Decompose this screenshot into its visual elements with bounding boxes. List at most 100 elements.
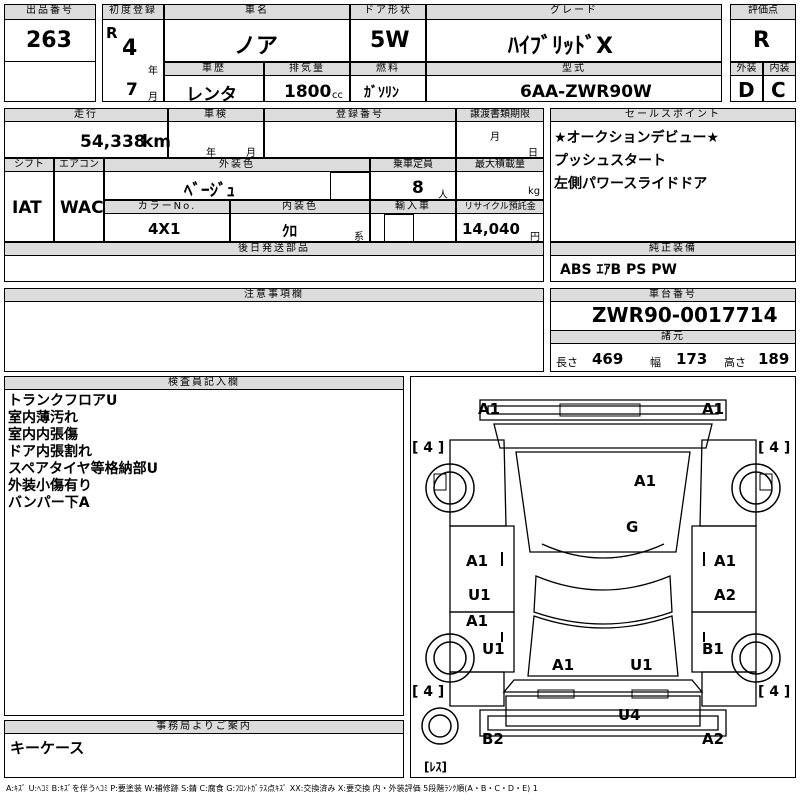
damage-tag: A1 — [466, 552, 489, 570]
int-value: C — [771, 78, 786, 102]
office-label: 事務局よりご案内 — [4, 720, 404, 734]
tire-icon-rear-right — [731, 633, 781, 683]
model-value: 6AA-ZWR90W — [520, 82, 652, 102]
ac-label: エアコン — [54, 158, 104, 172]
caution-label: 注意事項欄 — [4, 288, 544, 302]
tire-mark-front-left: [ 4 ] — [412, 440, 445, 456]
damage-tag: A1 — [466, 612, 489, 630]
interior-unit: 系 — [354, 232, 364, 243]
legend-text: A:ｷｽﾞ U:ﾍｺﾐ B:ｷｽﾞを伴うﾍｺﾐ P:要塗装 W:補修跡 S:錆 … — [6, 784, 538, 793]
chassis-label: 車台番号 — [550, 288, 796, 302]
damage-tag: U1 — [630, 656, 653, 674]
inspector-line: 外装小傷有り — [8, 478, 92, 494]
history-label: 車歴 — [164, 62, 264, 76]
sales-line-1: ★オークションデビュー★ — [554, 130, 720, 146]
inspect-month-unit: 月 — [246, 148, 256, 159]
shift-label: シフト — [4, 158, 54, 172]
transfer-day-unit: 日 — [528, 148, 538, 159]
model-label: 型式 — [426, 62, 722, 76]
grade-label: グレード — [426, 4, 722, 20]
inspector-line: ドア内張割れ — [8, 444, 92, 460]
carname-value: ノア — [234, 34, 279, 59]
interior-label: 内装色 — [230, 200, 370, 214]
inspector-line: 室内内張傷 — [8, 427, 78, 443]
colorno-value: 4X1 — [148, 220, 181, 238]
damage-tag: A1 — [702, 400, 725, 418]
damage-tag: A1 — [552, 656, 575, 674]
lot-label: 出品番号 — [4, 4, 96, 20]
damage-tag: U4 — [618, 706, 641, 724]
grade-value: ﾊｲﾌﾞﾘｯﾄﾞX — [508, 34, 613, 59]
exterior-sub — [330, 172, 370, 200]
damage-tag: A2 — [714, 586, 737, 604]
damage-tag: B1 — [702, 640, 724, 658]
tire-mark-front-right: [ 4 ] — [758, 440, 791, 456]
damage-tag: G — [626, 518, 639, 536]
disp-unit: cc — [332, 90, 343, 101]
fuel-label: 燃料 — [350, 62, 426, 76]
score-value: R — [753, 28, 770, 53]
transfer-month-unit: 月 — [490, 132, 500, 143]
disp-label: 排気量 — [264, 62, 350, 76]
tire-icon-front-right — [731, 463, 781, 513]
door-value: 5W — [370, 28, 410, 53]
tire-icon-front-left — [425, 463, 475, 513]
tire-mark-rear-right: [ 4 ] — [758, 684, 791, 700]
capacity-value: 8 — [412, 178, 424, 198]
inspector-label: 検査員記入欄 — [4, 376, 404, 390]
tire-icons — [421, 463, 781, 745]
hgt-value: 189 — [758, 350, 790, 368]
car-outline — [433, 399, 773, 737]
mileage-unit: km — [142, 132, 172, 152]
year-unit: 年 — [148, 66, 158, 77]
month-value: 7 — [126, 80, 138, 100]
car-diagram — [410, 376, 796, 778]
damage-tag: B2 — [482, 730, 504, 748]
lot-number: 263 — [26, 28, 72, 53]
disp-value: 1800 — [284, 82, 332, 102]
inspector-line: バンパー下A — [8, 495, 90, 511]
load-label: 最大積載量 — [456, 158, 544, 172]
fuel-value: ｶﾞｿﾘﾝ — [364, 85, 399, 101]
import-sub — [384, 214, 414, 242]
carname-label: 車名 — [164, 4, 350, 20]
transfer-label: 譲渡書類期限 — [456, 108, 544, 122]
first-reg-label: 初度登録 — [102, 4, 164, 20]
month-unit: 月 — [148, 92, 158, 103]
inspect-label: 車検 — [168, 108, 264, 122]
sales-line-2: プッシュスタート — [554, 153, 666, 169]
inspector-notes: トランクフロアU 室内薄汚れ 室内内張傷 ドア内張割れ スペアタイヤ等格納部U … — [8, 393, 158, 512]
spec-label: 諸元 — [550, 330, 796, 344]
recycle-label: リサイクル預託金 — [456, 200, 544, 214]
ext-value: D — [738, 78, 755, 102]
sales-label: セールスポイント — [550, 108, 796, 122]
exterior-label: 外装色 — [104, 158, 370, 172]
capacity-label: 乗車定員 — [370, 158, 456, 172]
era-value: R — [106, 24, 118, 42]
spare-tire-icon — [421, 707, 459, 745]
office-value: キーケース — [10, 739, 85, 757]
chassis-value: ZWR90-0017714 — [592, 303, 778, 327]
damage-tag: A1 — [714, 552, 737, 570]
load-unit: kg — [528, 186, 541, 197]
later-label: 後日発送部品 — [4, 242, 544, 256]
mileage-label: 走行 — [4, 108, 168, 122]
len-label: 長さ — [556, 356, 578, 369]
year-value: 4 — [122, 36, 138, 61]
colorno-label: カラーNo. — [104, 200, 230, 214]
wid-value: 173 — [676, 350, 708, 368]
interior-value: ｸﾛ — [282, 222, 298, 240]
sales-line-3: 左側パワースライドドア — [554, 176, 708, 192]
int-label: 内装 — [763, 62, 796, 76]
recycle-value: 14,040 — [462, 220, 520, 238]
inspect-year-unit: 年 — [206, 148, 216, 159]
len-value: 469 — [592, 350, 624, 368]
damage-tag: A2 — [702, 730, 725, 748]
import-label: 輸入車 — [370, 200, 456, 214]
recycle-unit: 円 — [530, 232, 540, 243]
capacity-unit: 人 — [438, 190, 448, 201]
spare-label: [ﾚｽ] — [424, 760, 447, 774]
inspector-line: スペアタイヤ等格納部U — [8, 461, 158, 477]
history-value: レンタ — [186, 85, 237, 105]
exterior-value: ﾍﾞｰｼﾞｭ — [184, 181, 235, 201]
